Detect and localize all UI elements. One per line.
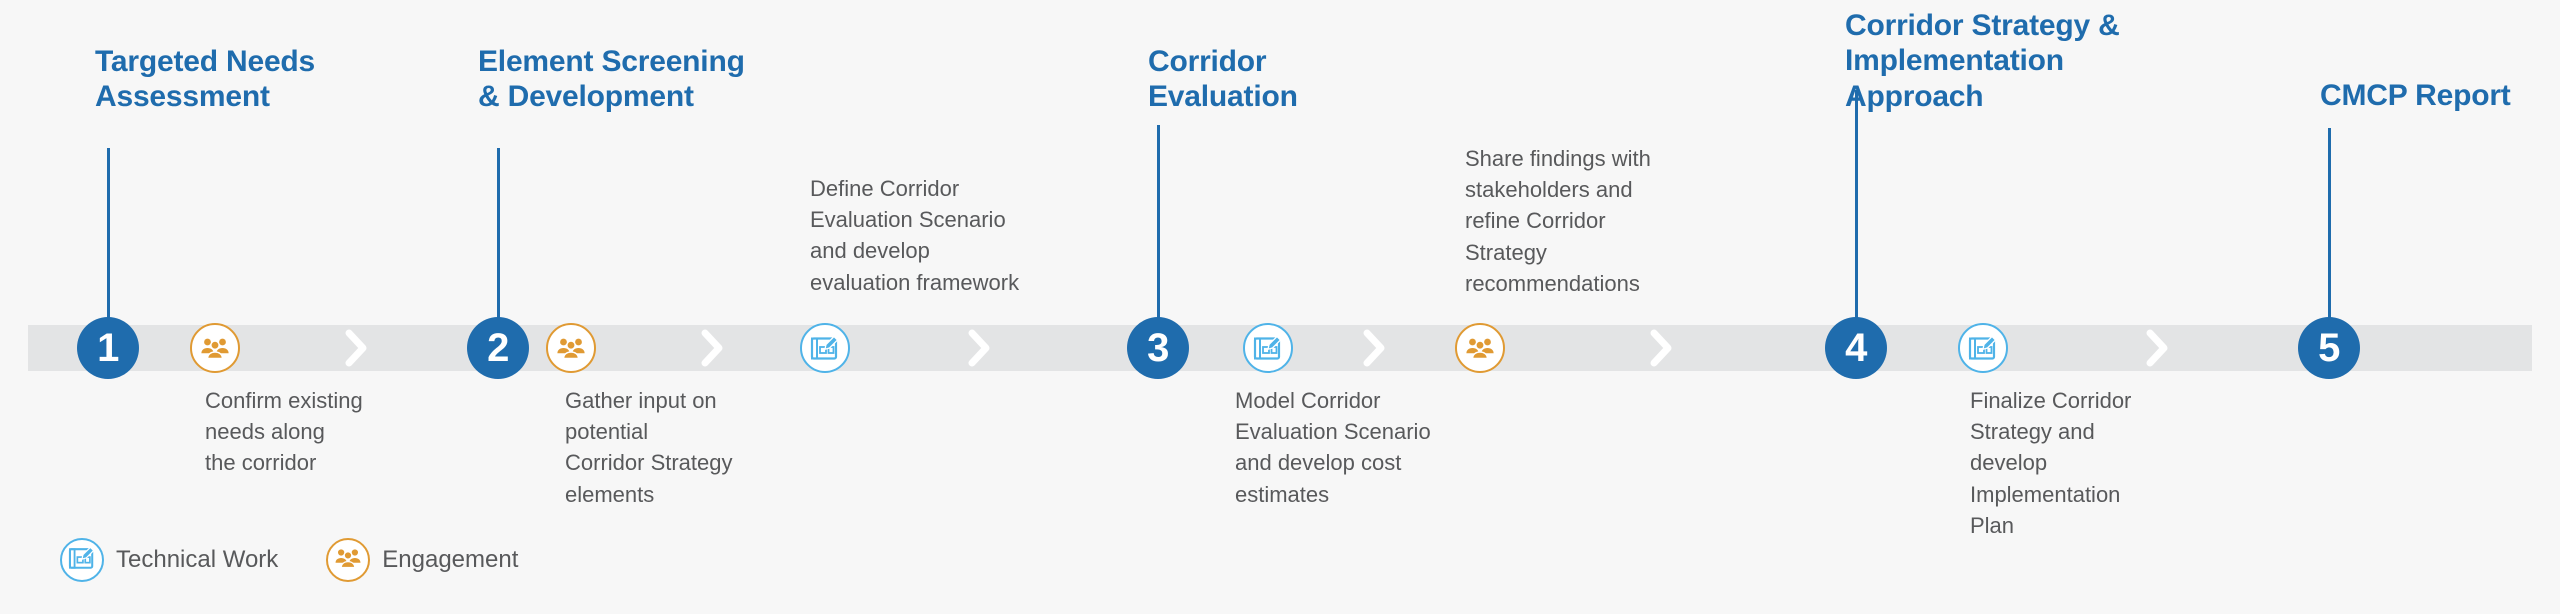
milestone-title-2: Element Screening & Development — [478, 45, 745, 114]
activity-icon-technical-3[interactable] — [1958, 323, 2008, 373]
people-group-icon — [334, 547, 362, 574]
activity-caption-5: Share findings with stakeholders and ref… — [1465, 146, 1651, 296]
activity-icon-technical-2[interactable] — [1243, 323, 1293, 373]
milestone-circle-4[interactable]: 4 — [1825, 317, 1887, 379]
legend-label-technical-work: Technical Work — [116, 546, 279, 573]
milestone-title-5: CMCP Report — [2320, 79, 2511, 112]
legend-item-technical-work[interactable]: Technical Work — [60, 538, 300, 582]
people-group-icon — [1465, 336, 1495, 360]
milestone-stem-1 — [107, 148, 110, 318]
activity-icon-technical-1[interactable] — [800, 323, 850, 373]
activity-icon-engagement-1[interactable] — [190, 323, 240, 373]
people-group-icon — [556, 336, 586, 360]
milestone-stem-2 — [497, 148, 500, 318]
milestone-circle-1[interactable]: 1 — [77, 317, 139, 379]
activity-caption-6: Finalize Corridor Strategy and develop I… — [1970, 388, 2132, 538]
legend-bubble-engagement — [326, 538, 371, 582]
blueprint-pencil-icon — [68, 545, 96, 576]
milestone-circle-2[interactable]: 2 — [467, 317, 529, 379]
activity-caption-1: Confirm existing needs along the corrido… — [205, 388, 363, 476]
milestone-circle-3[interactable]: 3 — [1127, 317, 1189, 379]
chevron-right-icon-6 — [2145, 328, 2171, 368]
chevron-right-icon-3 — [967, 328, 993, 368]
chevron-right-icon-4 — [1362, 328, 1388, 368]
milestone-title-4: Corridor Strategy & Implementation Appro… — [1845, 9, 2120, 113]
chevron-right-icon-5 — [1649, 328, 1675, 368]
milestone-stem-4 — [1855, 90, 1858, 318]
activity-caption-2: Gather input on potential Corridor Strat… — [565, 388, 733, 507]
legend-label-engagement: Engagement — [382, 546, 519, 573]
activity-icon-engagement-2[interactable] — [546, 323, 596, 373]
milestone-stem-3 — [1157, 125, 1160, 318]
legend: Technical Work Engagement — [60, 538, 540, 582]
milestone-stem-5 — [2328, 128, 2331, 318]
chevron-right-icon-1 — [344, 328, 370, 368]
activity-caption-4: Model Corridor Evaluation Scenario and d… — [1235, 388, 1431, 507]
people-group-icon — [200, 336, 230, 360]
chevron-right-icon-2 — [700, 328, 726, 368]
activity-caption-3: Define Corridor Evaluation Scenario and … — [810, 176, 1020, 295]
milestone-title-3: Corridor Evaluation — [1148, 45, 1298, 114]
blueprint-pencil-icon — [1968, 334, 1998, 362]
legend-bubble-technical — [60, 538, 104, 582]
legend-item-engagement[interactable]: Engagement — [326, 538, 540, 582]
activity-icon-engagement-3[interactable] — [1455, 323, 1505, 373]
blueprint-pencil-icon — [1253, 334, 1283, 362]
blueprint-pencil-icon — [810, 334, 840, 362]
milestone-title-1: Targeted Needs Assessment — [95, 45, 316, 114]
milestone-circle-5[interactable]: 5 — [2298, 317, 2360, 379]
